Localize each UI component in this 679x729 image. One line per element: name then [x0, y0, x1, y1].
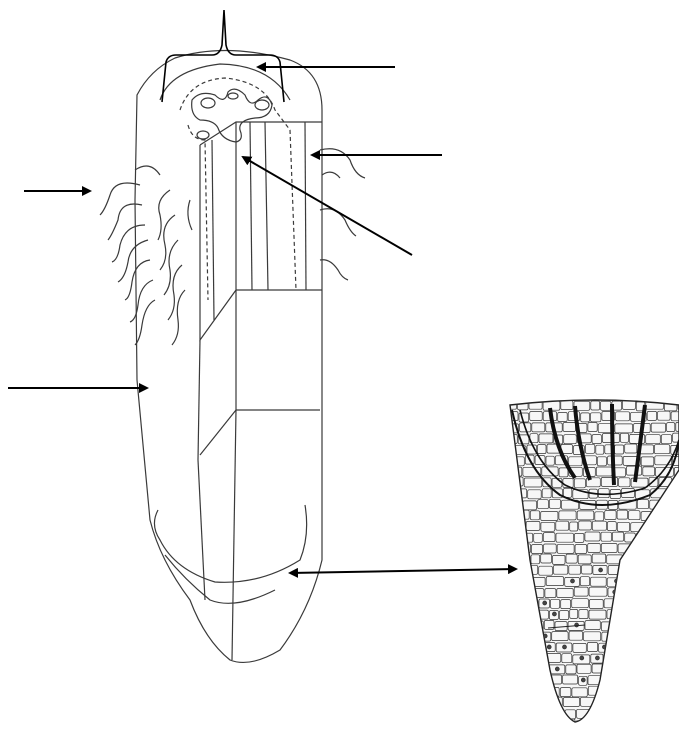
root-cap: [154, 505, 306, 582]
stele-outline: [180, 78, 296, 290]
root-outline: [135, 50, 322, 662]
vascular-cylinder: [192, 89, 272, 142]
double-arrow-icon: [290, 569, 516, 573]
root-tip-micrograph: [500, 400, 679, 724]
cortex-ring: [160, 64, 290, 100]
arrow-icon: [243, 157, 412, 255]
label-arrows: [8, 67, 516, 573]
root-hairs-left: [100, 166, 192, 345]
root-drawing: [100, 50, 365, 662]
cutaway-block: [198, 122, 322, 660]
